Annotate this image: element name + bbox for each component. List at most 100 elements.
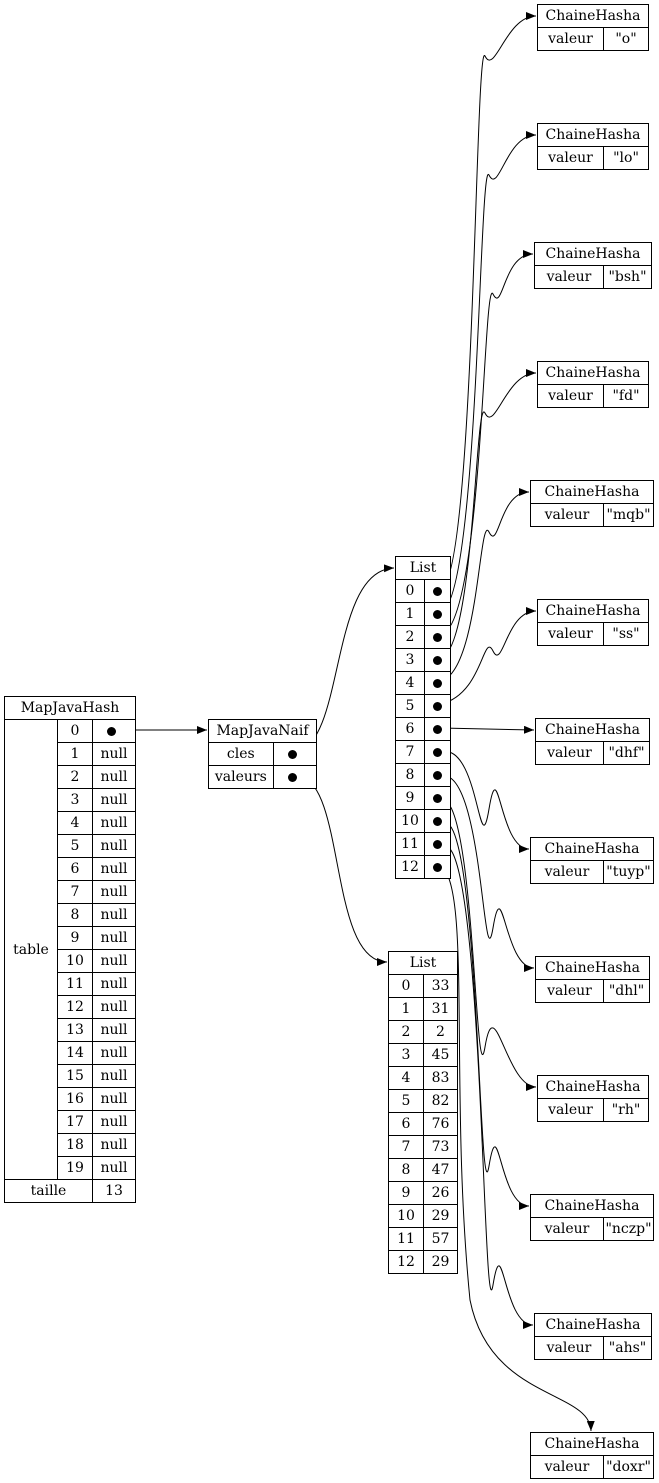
chaine-hasha-title: ChaineHasha <box>534 1313 652 1337</box>
map-entry-index: 19 <box>57 1156 93 1180</box>
map-entry-value: null <box>92 1110 136 1134</box>
keys-list-index: 3 <box>395 648 425 672</box>
pointer-dot-icon <box>433 586 442 596</box>
keys-list-pointer <box>424 625 451 649</box>
edge-key-3-to-string <box>440 369 537 659</box>
chaine-hasha-field: valeur <box>530 503 604 527</box>
map-entry-value: null <box>92 995 136 1019</box>
pointer-dot-icon <box>287 772 297 782</box>
keys-list-index: 0 <box>395 579 425 603</box>
chaine-hasha-field: valeur <box>537 384 604 408</box>
values-list-index: 11 <box>388 1227 424 1251</box>
keys-list-pointer <box>424 809 451 833</box>
values-list-value: 76 <box>423 1112 458 1136</box>
map-entry-value: null <box>92 1018 136 1042</box>
map-size-label: taille <box>4 1179 93 1203</box>
map-entry-pointer <box>92 719 136 743</box>
chaine-hasha-value: "nczp" <box>603 1217 654 1241</box>
map-entry-index: 10 <box>57 949 93 973</box>
chaine-hasha-field: valeur <box>530 1217 604 1241</box>
edge-key-8-to-string <box>440 775 535 972</box>
chaine-hasha-field: valeur <box>530 1455 604 1479</box>
map-entry-index: 17 <box>57 1110 93 1134</box>
values-list-index: 5 <box>388 1089 424 1113</box>
keys-list-pointer <box>424 740 451 764</box>
pointer-dot-icon <box>433 862 442 872</box>
chaine-hasha-value: "tuyp" <box>603 860 654 884</box>
pointer-dot-icon <box>433 678 442 688</box>
keys-list-pointer <box>424 694 451 718</box>
naif-keys-pointer <box>272 742 318 766</box>
chaine-hasha-title: ChaineHasha <box>537 361 649 385</box>
map-entry-value: null <box>92 903 136 927</box>
keys-list-pointer <box>424 832 451 856</box>
keys-list-index: 10 <box>395 809 425 833</box>
edge-key-7-to-string <box>440 751 530 853</box>
keys-list-pointer <box>424 579 451 603</box>
map-entry-index: 5 <box>57 834 93 858</box>
keys-list-pointer <box>424 855 451 879</box>
pointer-dot-icon <box>433 724 442 734</box>
keys-list-index: 11 <box>395 832 425 856</box>
values-list-value: 83 <box>423 1066 458 1090</box>
map-java-naif-node: MapJavaNaif cles valeurs <box>208 719 318 789</box>
values-list-value: 2 <box>423 1020 458 1044</box>
edge-valeurs-to-values-list <box>301 776 388 966</box>
edge-key-4-to-string <box>440 488 530 682</box>
edge-key-2-to-string <box>440 250 534 636</box>
pointer-dot-icon <box>433 770 442 780</box>
pointer-dot-icon <box>433 747 442 757</box>
naif-keys-label: cles <box>208 742 274 766</box>
chaine-hasha-value: "mqb" <box>603 503 654 527</box>
keys-list-index: 2 <box>395 625 425 649</box>
edge-key-6-to-string <box>440 725 535 734</box>
map-entry-index: 6 <box>57 857 93 881</box>
chaine-hasha-field: valeur <box>530 860 604 884</box>
map-entry-index: 11 <box>57 972 93 996</box>
map-entry-index: 0 <box>57 719 93 743</box>
keys-list-index: 9 <box>395 786 425 810</box>
keys-list-index: 8 <box>395 763 425 787</box>
keys-list-index: 5 <box>395 694 425 718</box>
map-entry-index: 16 <box>57 1087 93 1111</box>
edge-key-9-to-string <box>440 799 537 1091</box>
values-list-index: 9 <box>388 1181 424 1205</box>
values-list-value: 47 <box>423 1158 458 1182</box>
values-list-index: 2 <box>388 1020 424 1044</box>
chaine-hasha-value: "bsh" <box>603 265 652 289</box>
map-entry-index: 2 <box>57 765 93 789</box>
pointer-dot-icon <box>433 655 442 665</box>
map-entry-value: null <box>92 742 136 766</box>
map-entry-index: 15 <box>57 1064 93 1088</box>
chaine-hasha-title: ChaineHasha <box>530 837 654 861</box>
chaine-hasha-title: ChaineHasha <box>537 599 649 623</box>
map-entry-value: null <box>92 857 136 881</box>
map-entry-value: null <box>92 1156 136 1180</box>
values-list-value: 73 <box>423 1135 458 1159</box>
keys-list-pointer <box>424 648 451 672</box>
chaine-hasha-title: ChaineHasha <box>530 1194 654 1218</box>
values-list-value: 57 <box>423 1227 458 1251</box>
edge-key-1-to-string <box>440 131 537 613</box>
chaine-hasha-field: valeur <box>537 622 604 646</box>
chaine-hasha-title: ChaineHasha <box>534 242 652 266</box>
pointer-dot-icon <box>433 793 442 803</box>
map-entry-value: null <box>92 765 136 789</box>
values-list-index: 10 <box>388 1204 424 1228</box>
map-entry-value: null <box>92 1133 136 1157</box>
values-list-index: 4 <box>388 1066 424 1090</box>
naif-values-pointer <box>272 765 318 789</box>
chaine-hasha-title: ChaineHasha <box>535 956 650 980</box>
values-list-value: 29 <box>423 1250 458 1274</box>
values-list-value: 33 <box>423 974 458 998</box>
values-list-index: 8 <box>388 1158 424 1182</box>
chaine-hasha-field: valeur <box>537 1098 604 1122</box>
values-list-value: 29 <box>423 1204 458 1228</box>
